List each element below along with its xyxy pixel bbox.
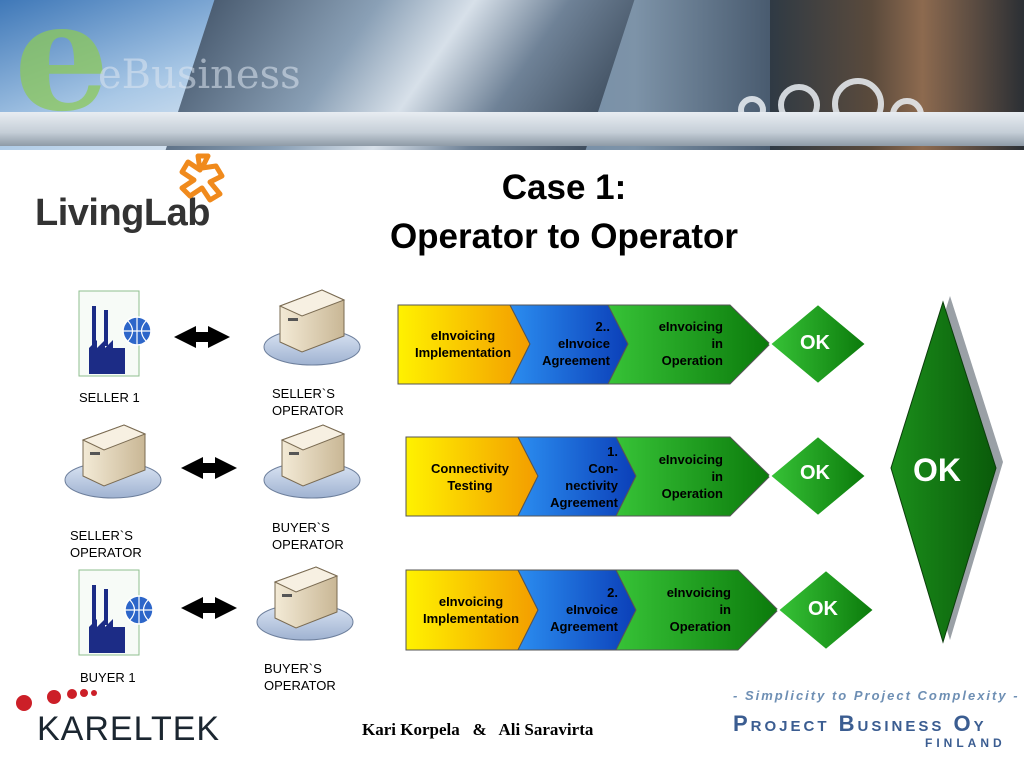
server-icon [64, 424, 162, 499]
authors: Kari Korpela & Ali Saravirta [362, 720, 594, 739]
overall-ok-diamond [890, 300, 997, 644]
factory-icon [78, 569, 154, 656]
ok-label: OK [808, 598, 838, 620]
server-icon [263, 424, 361, 499]
step-arrow [615, 569, 779, 651]
step-arrow [607, 304, 771, 385]
project-business-slogan: - Simplicity to Project Complexity - [733, 688, 1020, 703]
page-title-line-2: Operator to Operator [389, 217, 739, 256]
kareltek-logo: KARELTEK [37, 710, 221, 748]
node-label-seller-1: SELLER 1 [79, 390, 140, 405]
livinglab-logo: LivingLab [35, 192, 210, 234]
double-arrow-icon [174, 326, 230, 348]
step-label: eInvoicing in Operation [666, 585, 731, 634]
kareltek-dot [47, 690, 61, 704]
step-label: 2. eInvoice Agreement [550, 585, 618, 634]
step-arrow [615, 436, 771, 517]
banner-watermark: eBusiness [98, 52, 301, 98]
ok-diamond [768, 302, 868, 386]
ok-label: OK [800, 332, 830, 354]
server-icon [256, 566, 354, 641]
node-label-sellers-operator: SELLER`S OPERATOR [70, 528, 142, 560]
step-label: eInvoicing in Operation [658, 452, 723, 501]
step-label: eInvoicing in Operation [658, 319, 723, 368]
kareltek-dot [67, 689, 77, 699]
server-icon [263, 289, 361, 366]
ok-label: OK [800, 462, 830, 484]
factory-icon [78, 290, 152, 377]
ok-diamond [776, 568, 876, 652]
step-label: eInvoicing Implementation [414, 328, 512, 360]
banner-e-logo: e [14, 0, 110, 145]
step-label: 1. Con- nectivity Agreement [550, 444, 618, 510]
page-title-line-1: Case 1: [501, 168, 627, 207]
kareltek-dot [16, 695, 32, 711]
overall-ok-label: OK [913, 452, 961, 488]
banner-bar [0, 112, 1024, 146]
double-arrow-icon [181, 597, 237, 619]
node-label-buyer-1: BUYER 1 [80, 670, 136, 685]
step-label: 2.. eInvoice Agreement [542, 319, 610, 368]
node-label-buyers-operator: BUYER`S OPERATOR [272, 520, 344, 552]
ok-diamond [768, 434, 868, 518]
step-label: eInvoicing Implementation [422, 594, 520, 626]
kareltek-dot [80, 689, 88, 697]
project-business-country: FINLAND [925, 736, 1006, 750]
node-label-buyers-operator: BUYER`S OPERATOR [264, 661, 336, 693]
double-arrow-icon [181, 457, 237, 479]
project-business-logo: Project Business Oy [733, 711, 987, 736]
kareltek-dot [91, 690, 97, 696]
step-label: Connectivity Testing [430, 461, 509, 493]
node-label-sellers-operator: SELLER`S OPERATOR [272, 386, 344, 418]
livinglab-swirl-icon [179, 153, 225, 203]
header-banner: e eBusiness [0, 0, 1024, 150]
